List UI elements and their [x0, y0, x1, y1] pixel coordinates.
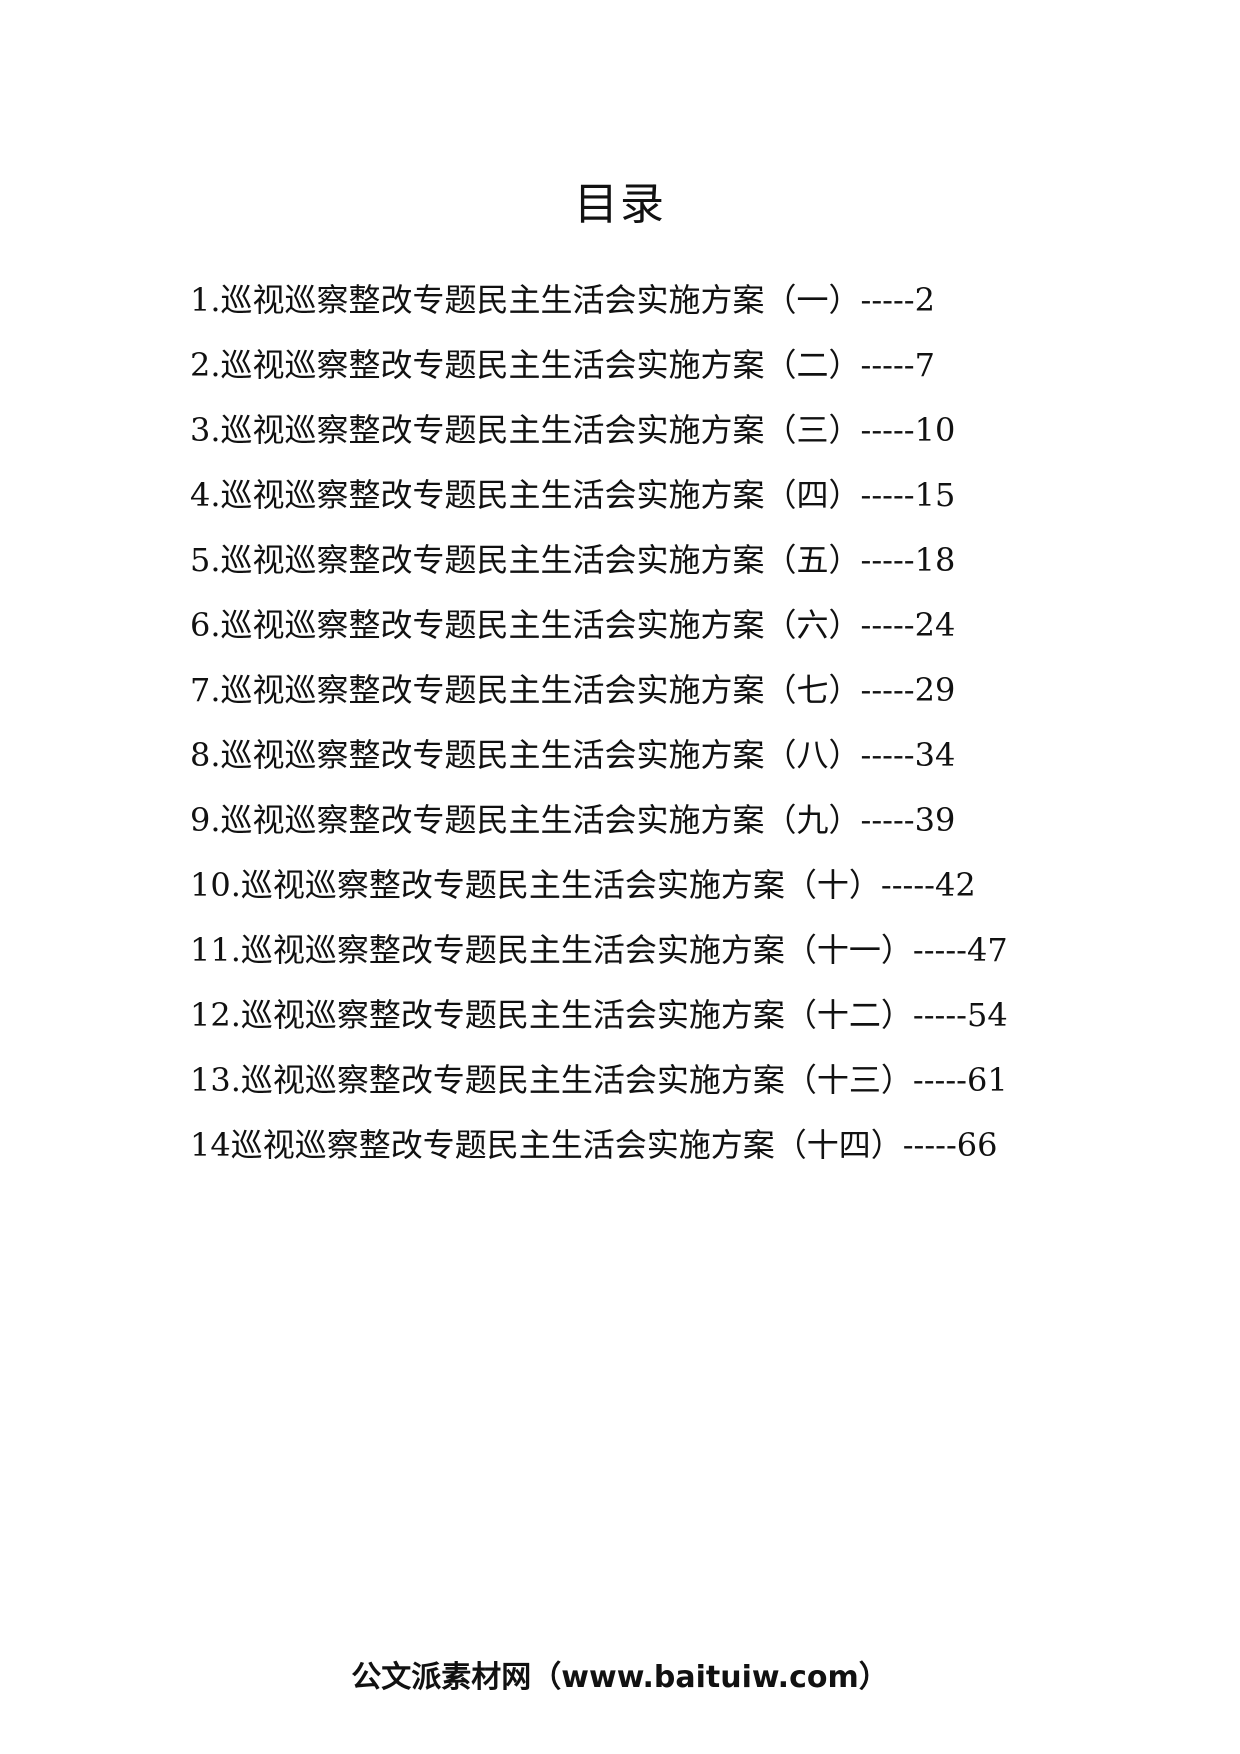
toc-entry-11[interactable]: 11.巡视巡察整改专题民主生活会实施方案（十一）-----47: [190, 931, 1008, 969]
toc-entry-8[interactable]: 8.巡视巡察整改专题民主生活会实施方案（八）-----34: [190, 736, 956, 774]
table-of-contents: 1.巡视巡察整改专题民主生活会实施方案（一）-----2 2.巡视巡察整改专题民…: [190, 268, 1060, 1178]
toc-entry-12[interactable]: 12.巡视巡察整改专题民主生活会实施方案（十二）-----54: [190, 996, 1008, 1034]
toc-entry-9[interactable]: 9.巡视巡察整改专题民主生活会实施方案（九）-----39: [190, 801, 956, 839]
toc-entry-10[interactable]: 10.巡视巡察整改专题民主生活会实施方案（十）-----42: [190, 866, 976, 904]
toc-entry-3[interactable]: 3.巡视巡察整改专题民主生活会实施方案（三）-----10: [190, 411, 956, 449]
toc-entry-7[interactable]: 7.巡视巡察整改专题民主生活会实施方案（七）-----29: [190, 671, 956, 709]
footer-source: 公文派素材网（www.baituiw.com）: [351, 1660, 889, 1695]
toc-entry-4[interactable]: 4.巡视巡察整改专题民主生活会实施方案（四）-----15: [190, 476, 956, 514]
page-title: 目录: [574, 179, 666, 230]
toc-entry-13[interactable]: 13.巡视巡察整改专题民主生活会实施方案（十三）-----61: [190, 1061, 1008, 1099]
toc-entry-14[interactable]: 14巡视巡察整改专题民主生活会实施方案（十四）-----66: [190, 1126, 998, 1164]
toc-entry-5[interactable]: 5.巡视巡察整改专题民主生活会实施方案（五）-----18: [190, 541, 956, 579]
toc-entry-6[interactable]: 6.巡视巡察整改专题民主生活会实施方案（六）-----24: [190, 606, 956, 644]
toc-entry-2[interactable]: 2.巡视巡察整改专题民主生活会实施方案（二）-----7: [190, 346, 935, 384]
toc-entry-1[interactable]: 1.巡视巡察整改专题民主生活会实施方案（一）-----2: [190, 281, 935, 319]
